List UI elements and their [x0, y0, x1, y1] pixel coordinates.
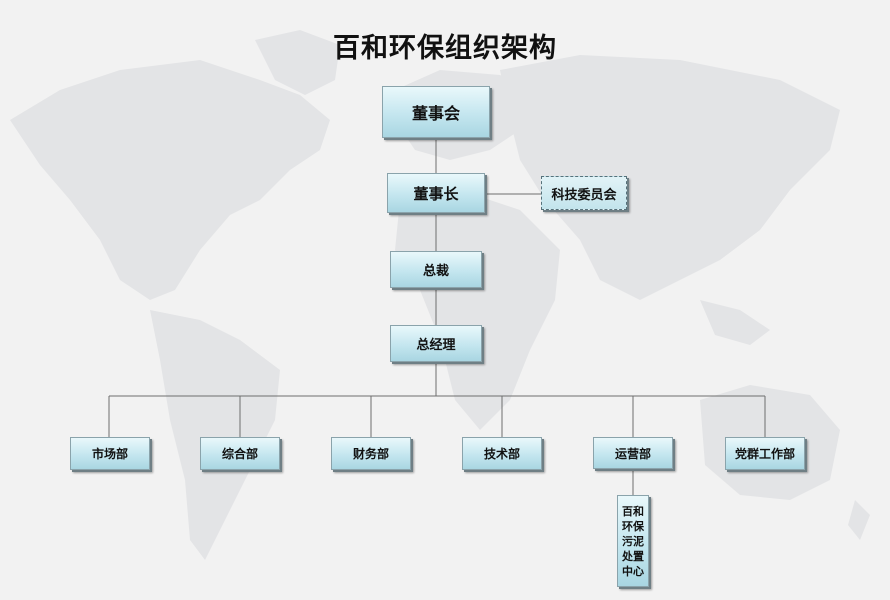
node-market-dept-label: 市场部: [91, 447, 128, 461]
node-tech-committee-label: 科技委员会: [551, 187, 617, 203]
node-president-label: 总裁: [422, 264, 449, 279]
node-tech-dept: 技术部: [462, 437, 542, 470]
node-president: 总裁: [390, 251, 482, 288]
node-operations-dept: 运营部: [593, 437, 673, 469]
node-finance-dept: 财务部: [331, 437, 411, 470]
node-chairman-label: 董事长: [413, 184, 459, 203]
node-tech-dept-label: 技术部: [483, 447, 520, 461]
node-chairman: 董事长: [387, 173, 485, 213]
node-party-dept: 党群工作部: [725, 437, 805, 470]
node-finance-dept-label: 财务部: [352, 447, 389, 461]
node-tech-committee: 科技委员会: [541, 176, 627, 210]
node-general-dept-label: 综合部: [221, 447, 258, 461]
node-market-dept: 市场部: [70, 437, 150, 470]
page-title: 百和环保组织架构: [333, 33, 557, 64]
node-board-label: 董事会: [411, 104, 460, 123]
node-sludge-center-label: 百和环保污泥处置中心: [622, 504, 644, 578]
node-operations-dept-label: 运营部: [614, 446, 651, 461]
node-general-manager: 总经理: [390, 325, 482, 362]
node-sludge-center: 百和环保污泥处置中心: [617, 495, 649, 587]
node-party-dept-label: 党群工作部: [734, 447, 795, 461]
node-board: 董事会: [382, 86, 490, 138]
node-general-dept: 综合部: [200, 437, 280, 470]
node-general-manager-label: 总经理: [416, 338, 456, 353]
